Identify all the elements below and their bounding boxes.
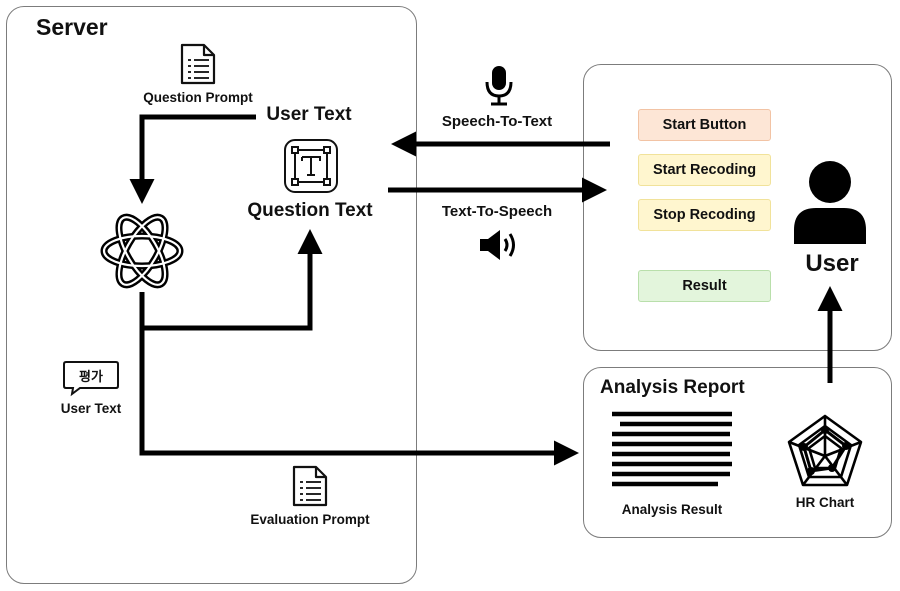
speech-bubble-icon <box>63 361 119 397</box>
user-text-small-label: User Text <box>60 401 122 416</box>
start-recording-button[interactable]: Start Recoding <box>638 154 771 186</box>
radar-chart-icon <box>787 414 863 487</box>
ai-model-icon <box>100 213 184 289</box>
speech-to-text-label: Speech-To-Text <box>441 113 553 130</box>
arrow-user-text-to-ai <box>129 114 256 204</box>
user-icon <box>794 161 866 244</box>
text-box-icon <box>284 139 338 193</box>
arrow-ai-to-question-text <box>139 229 323 331</box>
user-text-label: User Text <box>266 104 352 125</box>
stop-recording-button[interactable]: Stop Recoding <box>638 199 771 231</box>
text-to-speech-label: Text-To-Speech <box>441 203 553 220</box>
microphone-icon <box>485 66 513 106</box>
question-text-label: Question Text <box>247 200 373 221</box>
document-icon <box>292 465 328 507</box>
hr-chart-label: HR Chart <box>795 495 855 510</box>
result-button[interactable]: Result <box>638 270 771 302</box>
question-prompt-label: Question Prompt <box>143 90 253 105</box>
report-lines-icon <box>612 411 732 487</box>
server-panel <box>6 6 417 584</box>
start-button[interactable]: Start Button <box>638 109 771 141</box>
arrow-ai-to-report <box>139 328 579 466</box>
document-icon <box>180 43 216 85</box>
analysis-report-title: Analysis Report <box>600 377 745 398</box>
server-title: Server <box>36 14 108 40</box>
evaluation-prompt-label: Evaluation Prompt <box>250 512 370 527</box>
korean-badge-text: 평가 <box>79 370 103 385</box>
speaker-icon <box>480 230 515 260</box>
analysis-result-label: Analysis Result <box>621 502 723 517</box>
user-label: User <box>805 250 859 277</box>
